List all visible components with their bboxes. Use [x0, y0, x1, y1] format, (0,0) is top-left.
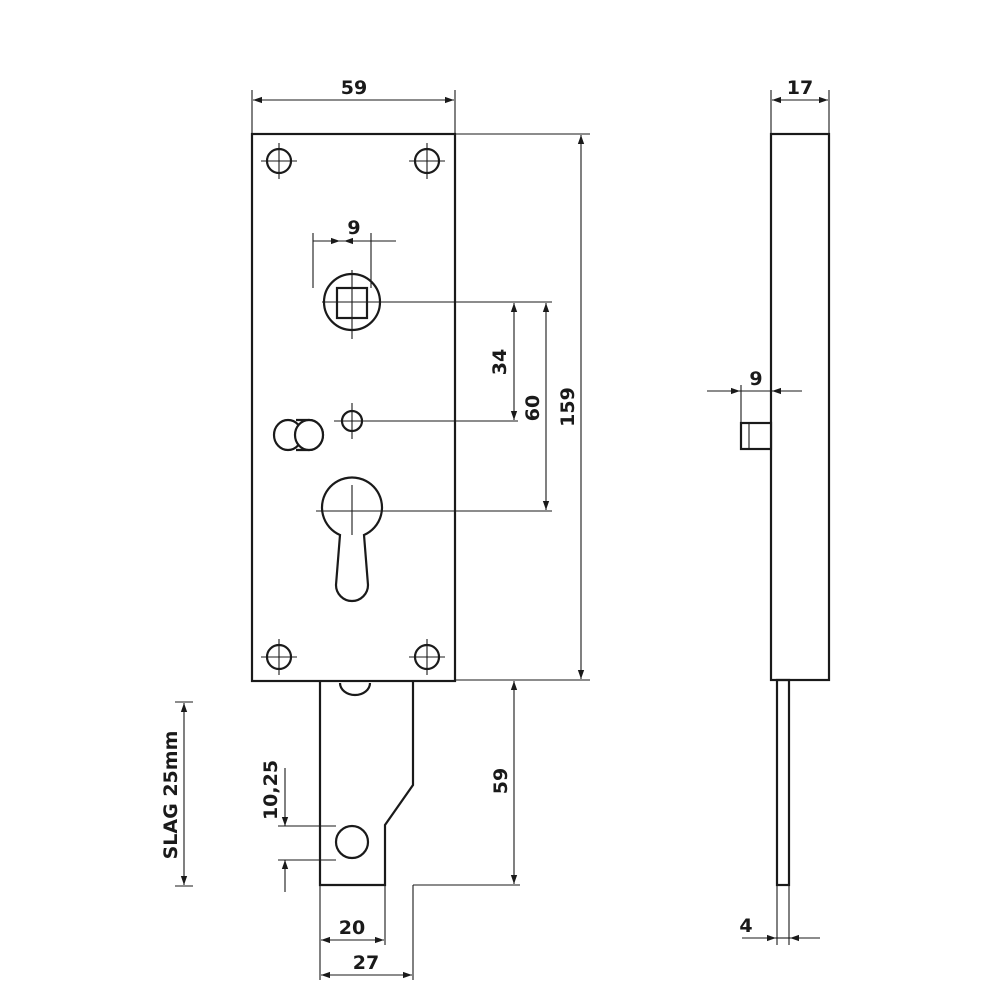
screw-hole-bottom-left — [261, 639, 297, 675]
dim-bolt-width-inner: 20 — [339, 917, 365, 939]
dim-spindle-to-hole: 34 — [489, 349, 511, 375]
cylinder-cutout — [316, 476, 388, 603]
dimension-lines — [180, 96, 585, 979]
dim-side-pin: 9 — [749, 368, 762, 390]
side-body — [769, 132, 831, 682]
dim-side-bolt-thickness: 4 — [739, 915, 752, 937]
dim-bolt-width-outer: 27 — [353, 952, 379, 974]
face-plate — [250, 132, 457, 683]
dim-total-height: 159 — [557, 387, 579, 427]
bolt-outline — [318, 680, 415, 887]
follower-hole — [334, 403, 370, 439]
stop-pin — [272, 418, 325, 452]
dim-bolt-length: 59 — [490, 768, 512, 794]
front-view: 59 9 34 60 159 59 10,25 20 27 SLAG 25mm — [160, 77, 590, 980]
bolt-hole — [334, 824, 370, 860]
dim-bolt-hole-offset: 10,25 — [260, 760, 282, 820]
dim-side-depth: 17 — [787, 77, 813, 99]
side-bolt — [775, 678, 791, 887]
side-view: 17 9 4 — [707, 77, 831, 945]
dim-spindle-square: 9 — [347, 217, 360, 239]
extension-lines — [175, 90, 590, 980]
screw-hole-bottom-right — [409, 639, 445, 675]
bolt-notch — [338, 682, 372, 697]
screw-hole-top-left — [261, 143, 297, 179]
screw-hole-top-right — [409, 143, 445, 179]
side-dimension-lines — [707, 96, 828, 942]
dim-front-width: 59 — [341, 77, 367, 99]
dim-spindle-to-cylinder: 60 — [522, 395, 544, 421]
side-pin — [739, 421, 773, 451]
slag-note: SLAG 25mm — [160, 731, 182, 860]
